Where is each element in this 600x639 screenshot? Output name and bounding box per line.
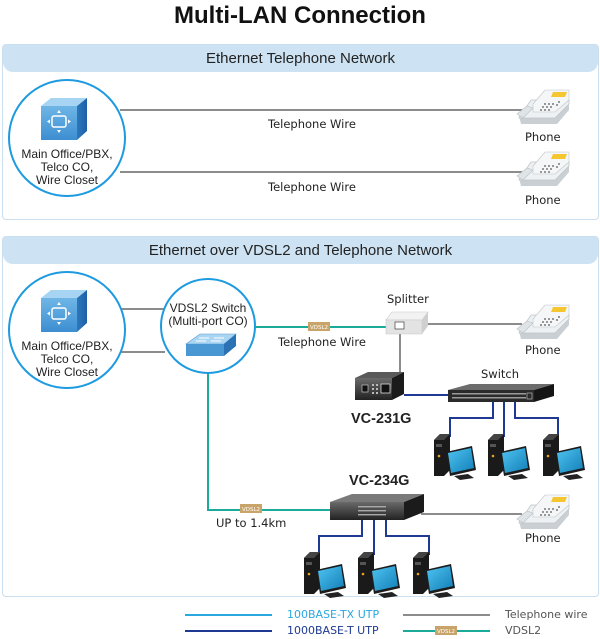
phone-label: Phone [525,343,561,357]
gigabit-line [385,520,430,555]
vc-231g-label: VC-231G [351,411,412,427]
office-label-line: Wire Closet [35,173,98,187]
office-label-line: Wire Closet [35,365,98,379]
legend-label-1000base-t: 1000BASE-T UTP [287,624,379,637]
vdsl2-switch-label-line: (Multi-port CO) [168,314,248,328]
phone-icon [516,304,570,340]
vc-234g-device-icon [330,494,424,520]
vdsl2-tag [435,626,457,635]
pbx-cube-icon [40,97,88,141]
gigabit-line [514,402,559,437]
distance-label: UP to 1.4km [216,516,287,530]
vc-234g-label: VC-234G [349,473,410,489]
computer-icon [413,552,455,598]
page-title: Multi-LAN Connection [174,2,426,29]
office-label-line: Main Office/PBX, [21,147,113,161]
gigabit-line [318,520,363,555]
telephone-wire-label: Telephone Wire [278,335,366,349]
computer-icon [434,434,476,480]
vdsl2-switch-label-line: VDSL2 Switch [169,301,247,315]
switch-label: Switch [481,367,520,381]
computer-icon [358,552,400,598]
office-label-line: Telco CO, [40,160,94,174]
vdsl2-line [207,372,334,511]
phone-label: Phone [525,130,561,144]
vdsl2-switch-label: VDSL2 Switch (Multi-port CO) [158,302,258,328]
gigabit-line [449,402,494,437]
vdsl2-tag [240,504,262,513]
phone-label: Phone [525,531,561,545]
computer-icon [543,434,585,480]
panel-heading: Ethernet Telephone Network [3,45,598,72]
office-label: Main Office/PBX, Telco CO, Wire Closet [17,148,117,187]
vdsl2-tag [308,322,330,331]
legend-label-vdsl2: VDSL2 [505,624,542,637]
office-label-line: Telco CO, [40,352,94,366]
vdsl2-switch-icon [185,333,237,356]
splitter-label: Splitter [387,292,429,306]
phone-label: Phone [525,193,561,207]
telephone-wire-label: Telephone Wire [268,117,356,131]
splitter-icon [385,311,522,372]
legend-label-100base-tx: 100BASE-TX UTP [287,608,380,621]
phone-icon [516,494,570,530]
computer-icon [304,552,346,598]
switch-icon [448,384,554,402]
legend-label-telephone-wire: Telephone wire [505,608,588,621]
panel-ethernet-telephone-network: Ethernet Telephone Network [2,44,599,220]
office-label-line: Main Office/PBX, [21,339,113,353]
phone-icon [516,89,570,125]
vc-231g-device-icon [355,372,404,400]
panel-heading: Ethernet over VDSL2 and Telephone Networ… [3,237,598,264]
phone-icon [516,151,570,187]
telephone-wire-label: Telephone Wire [268,180,356,194]
computer-icon [488,434,530,480]
pbx-cube-icon [40,289,88,333]
office-label: Main Office/PBX, Telco CO, Wire Closet [17,340,117,379]
